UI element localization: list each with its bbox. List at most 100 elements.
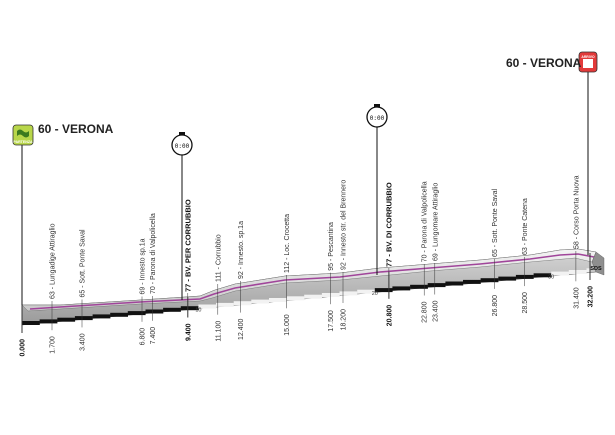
route-point-name: 58 - Corso Porta Nuova	[573, 175, 580, 249]
scale-band	[92, 314, 111, 319]
route-point: 17.500 95 - Pescantina	[328, 222, 335, 332]
scale-band	[410, 284, 428, 289]
route-point-km: 3.400	[80, 333, 87, 351]
route-point-km: 26.800	[492, 295, 499, 317]
start-badge-text: PARTENZA	[13, 140, 33, 144]
scale-band	[216, 302, 234, 307]
route-point-km: 6.800	[140, 328, 147, 346]
finish-label: 60 - VERONA	[506, 56, 582, 70]
route-point: 3.400 65 - Sott. Ponte Saval	[80, 229, 87, 351]
timecheck-marker-1: 0:00	[171, 132, 193, 300]
scale-band	[339, 291, 358, 296]
scale-tick-label: 10	[195, 308, 201, 314]
scale-band	[251, 299, 270, 304]
scale-band	[127, 311, 146, 316]
scale-band	[568, 270, 587, 274]
scale-band	[163, 307, 181, 312]
route-line	[29, 253, 595, 310]
scale-band	[463, 279, 481, 284]
scale-band	[269, 298, 287, 302]
profile-end	[591, 251, 605, 276]
timecheck-text-2: 0:00	[370, 115, 385, 122]
route-point-name: 65 - Sott. Ponte Saval	[492, 188, 499, 257]
route-point-km: 12.400	[238, 319, 245, 341]
finish-marker: ARRIVO 60 - VERONA SDS	[506, 51, 602, 272]
scale-band	[39, 319, 58, 324]
route-point: 22.800 70 - Parona di Valpolicella	[422, 181, 429, 323]
route-point-name: 111 - Corrubbio	[215, 234, 222, 282]
scale-band	[304, 294, 322, 299]
route-point-km: 11.100	[215, 321, 222, 342]
route-point-name: 92 - Innesto. sp.1a	[238, 221, 245, 279]
timecheck-text-1: 0:00	[175, 143, 190, 150]
route-point-name: 92 - Innesto str. del Brennero	[341, 180, 348, 270]
route-point-km: 0.000	[20, 339, 27, 357]
scale-band	[374, 288, 393, 293]
route-point-km: 17.500	[328, 310, 335, 332]
scale-band	[586, 268, 591, 273]
route-point: 31.400 58 - Corso Porta Nuova	[573, 175, 580, 308]
route-point-km: 31.400	[573, 287, 580, 309]
scale-band	[57, 317, 76, 322]
scale-band	[286, 296, 305, 301]
route-point-name: 95 - Pescantina	[328, 222, 335, 271]
finish-abbrev: SDS	[590, 266, 602, 272]
scale-band	[357, 289, 375, 294]
route-point-km: 22.800	[422, 301, 429, 323]
route-point-name: 70 - Parona di Valpolicella	[150, 213, 157, 294]
scale-band	[551, 271, 569, 276]
route-point-name: 63 - Lungadige Attiraglio	[50, 223, 57, 299]
route-point-km: 1.700	[50, 336, 57, 354]
scale-band	[427, 283, 446, 288]
scale-band	[533, 273, 552, 278]
route-point-name: 70 - Parona di Valpolicella	[422, 181, 429, 262]
route-point-km: 18.200	[341, 309, 348, 331]
start-marker: PARTENZA 60 - VERONA	[12, 122, 114, 305]
route-point-km: 23.400	[432, 300, 439, 322]
route-point-km: 32.200	[588, 286, 595, 308]
scale-band	[110, 312, 128, 317]
scale-band	[198, 304, 217, 309]
route-point: 32.200	[588, 253, 595, 307]
scale-band	[480, 278, 499, 283]
route-point-km: 20.800	[386, 305, 393, 327]
scale-band	[22, 321, 40, 325]
start-flag-icon	[17, 129, 29, 138]
route-point-name: 112 - Loc. Crocetta	[284, 214, 291, 273]
route-point: 12.400 92 - Innesto. sp.1a	[238, 221, 245, 340]
route-point: 0.000	[20, 305, 27, 357]
route-point-km: 15.000	[284, 314, 291, 336]
scale-band	[145, 309, 164, 314]
scale-band	[392, 286, 411, 291]
route-point-km: 28.500	[522, 292, 529, 314]
route-point: 18.200 92 - Innesto str. del Brennero	[341, 180, 348, 331]
scale-bar: 10 20 30	[22, 268, 591, 325]
finish-badge-text: ARRIVO	[581, 55, 595, 59]
route-point: 26.800 65 - Sott. Ponte Saval	[492, 188, 499, 316]
scale-band	[445, 281, 464, 286]
scale-tick-label: 30	[548, 275, 554, 281]
route-point-name: 77 - BV. DI CORRUBBIO	[384, 182, 393, 267]
scale-band	[180, 306, 199, 311]
route-point: 28.500 63 - Ponte Catena	[522, 198, 529, 313]
route-point-km: 9.400	[185, 323, 192, 341]
route-point-name: 69 - Lungomare Attiraglio	[432, 183, 439, 261]
scale-band	[498, 276, 517, 281]
timecheck-marker-2: 0:00	[366, 104, 388, 275]
scale-tick-label: 20	[372, 291, 378, 297]
route-point-name: 63 - Ponte Catena	[522, 198, 529, 255]
route-point-name: 77 - BV. PER CORRUBBIO	[183, 199, 192, 292]
route-point: 23.400 69 - Lungomare Attiraglio	[432, 183, 439, 322]
route-point: 15.000 112 - Loc. Crocetta	[284, 214, 291, 336]
scale-band	[233, 301, 252, 306]
route-point: 20.800 77 - BV. DI CORRUBBIO	[384, 182, 393, 326]
start-label: 60 - VERONA	[38, 122, 114, 136]
route-point-name: 69 - Innesto sp.1a	[140, 238, 147, 294]
route-point: 6.800 69 - Innesto sp.1a	[140, 238, 147, 345]
route-point: 1.700 63 - Lungadige Attiraglio	[50, 223, 57, 353]
route-point: 9.400 77 - BV. PER CORRUBBIO	[183, 199, 192, 341]
scale-band	[74, 316, 93, 321]
route-point-name: 65 - Sott. Ponte Saval	[80, 229, 87, 298]
